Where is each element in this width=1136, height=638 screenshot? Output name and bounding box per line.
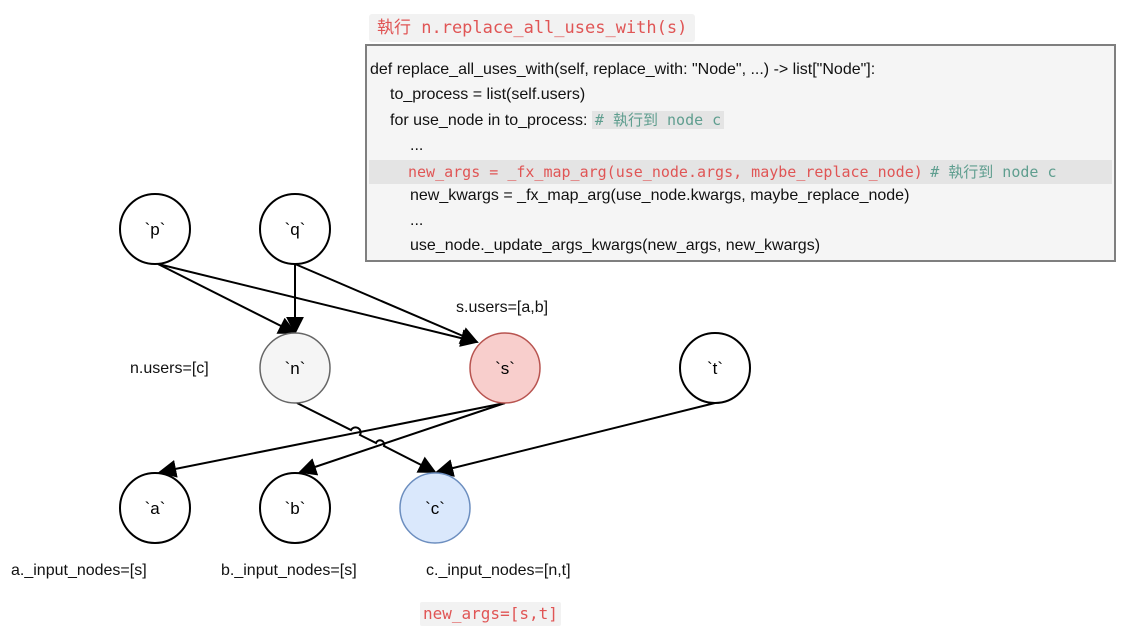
c-input-nodes-label: c._input_nodes=[n,t] [426,562,571,579]
node-s: `s` [469,332,541,404]
node-t-label: `t` [707,359,723,378]
node-b-label: `b` [285,499,306,518]
code-line-4: ... [410,137,424,154]
code-line-6: new_kwargs = _fx_map_arg(use_node.kwargs… [410,187,910,204]
node-b: `b` [259,472,331,544]
n-users-label: n.users=[c] [130,360,209,377]
new-args-label: new_args=[s,t] [420,602,561,626]
edge-s-b [298,402,506,476]
s-users-label: s.users=[a,b] [456,299,549,316]
code-line-3: for use_node in to_process: # 執行到 node c [390,108,725,132]
edge-t-c [435,402,716,477]
node-s-label: `s` [495,359,515,378]
node-c: `c` [399,472,471,544]
node-p-label: `p` [145,220,166,239]
code-line-1: def replace_all_uses_with(self, replace_… [370,61,876,78]
edge-p-n [157,263,297,334]
code-line-3-text: for use_node in to_process: [390,112,588,129]
code-line-8: use_node._update_args_kwargs(new_args, n… [410,237,821,254]
node-t: `t` [679,332,751,404]
code-line-5-text: new_args = _fx_map_arg(use_node.args, ma… [408,163,923,181]
code-comment-2: # 執行到 node c [927,163,1060,181]
code-block: def replace_all_uses_with(self, replace_… [365,44,1116,262]
node-q-label: `q` [285,220,306,239]
node-n: `n` [259,332,331,404]
b-input-nodes-label: b._input_nodes=[s] [221,562,357,579]
node-a-label: `a` [145,499,166,518]
node-n-label: `n` [285,359,306,378]
edge-q-s [294,263,479,344]
node-c-label: `c` [425,499,445,518]
edge-n-c [296,402,437,473]
node-q: `q` [259,193,331,265]
edge-s-a [158,402,506,478]
code-line-2: to_process = list(self.users) [390,86,586,103]
a-input-nodes-label: a._input_nodes=[s] [11,562,147,579]
code-comment-1: # 執行到 node c [591,111,725,129]
edge-p-s [157,263,479,347]
node-p: `p` [119,193,191,265]
title-tag: 執行 n.replace_all_uses_with(s) [369,14,696,42]
node-a: `a` [119,472,191,544]
code-line-7: ... [410,212,424,229]
code-line-5: new_args = _fx_map_arg(use_node.args, ma… [408,160,1060,184]
